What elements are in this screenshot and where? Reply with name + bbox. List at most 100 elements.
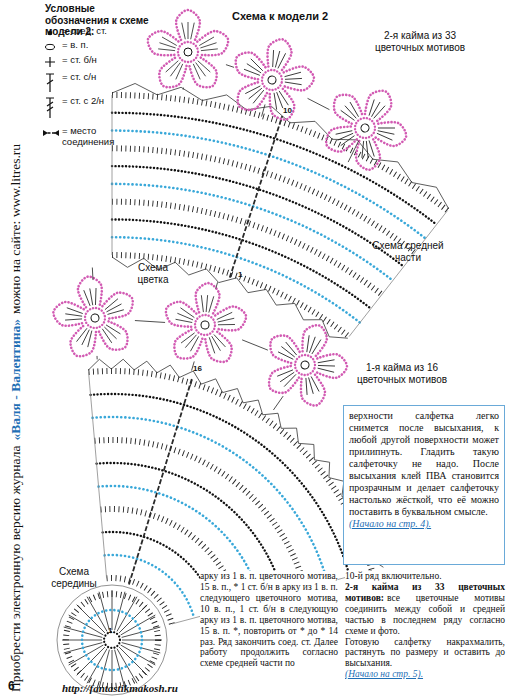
center-ring — [267, 75, 277, 85]
website-url: http://fantastikmakosh.ru — [62, 682, 178, 695]
petal-stitch — [280, 369, 294, 385]
join-symbol — [43, 130, 59, 136]
flower-motif — [313, 72, 421, 179]
petal-stitch — [218, 317, 235, 324]
petal-stitch — [318, 361, 335, 371]
petal-chain — [159, 58, 186, 88]
petal-chain — [101, 290, 136, 319]
petal-chain — [76, 275, 105, 309]
fan-edge — [112, 95, 113, 255]
petal-stitch — [206, 295, 207, 312]
petal-stitch — [106, 323, 120, 336]
instruction-text: 10-й ряд включительно. — [345, 571, 505, 582]
petal-chain — [298, 321, 331, 357]
chain-line — [308, 98, 330, 109]
petal-stitch — [177, 313, 194, 320]
note-text: верхности салфетка легко снимется после … — [349, 410, 499, 518]
petal-chain — [68, 324, 100, 358]
petal-stitch — [377, 132, 393, 142]
chain-line — [183, 88, 184, 90]
stitch-row — [93, 417, 328, 582]
join-line — [230, 116, 283, 278]
petal-stitch — [65, 317, 82, 322]
center-ring — [300, 360, 310, 370]
petal-stitch — [85, 331, 95, 347]
legend-symbol — [42, 96, 60, 120]
petal-stitch — [278, 52, 286, 69]
stitch-ring — [66, 594, 158, 686]
legend-row: = в. п. — [42, 40, 114, 54]
petal-chain — [189, 58, 216, 88]
petal-stitch — [356, 141, 370, 158]
petal-stitch — [198, 61, 211, 72]
petal-stitch — [193, 64, 200, 80]
legend-symbol — [42, 40, 60, 54]
petal-stitch — [209, 296, 214, 313]
legend-text: = в. п. — [62, 40, 114, 51]
circle-outline — [57, 585, 167, 695]
petal-chain — [349, 134, 387, 173]
petal-stitch — [318, 366, 334, 373]
instruction-text: Готовую салфетку накрахмалить, растянуть… — [345, 637, 505, 670]
petal-chain — [148, 31, 179, 55]
petal-stitch — [340, 110, 356, 120]
legend-text: = место соединения — [62, 126, 114, 148]
petal-stitch — [93, 288, 99, 305]
petal-stitch — [307, 376, 323, 391]
petal-stitch — [312, 338, 321, 355]
flower-motif — [48, 270, 141, 360]
petal-chain — [52, 299, 87, 328]
center-ring — [90, 313, 99, 322]
petal-chain — [214, 305, 247, 332]
fan-edge — [349, 211, 448, 337]
chain-line — [242, 340, 268, 350]
petal-stitch — [374, 104, 385, 120]
stitch-spoke — [117, 649, 137, 684]
legend-text: = ст. с/н — [62, 72, 114, 83]
part-label: 1-я кайма из 16 цветочных мотивов — [352, 362, 452, 385]
petal-stitch — [188, 22, 189, 39]
petal-stitch — [84, 290, 90, 307]
legend-row: = ст. б/н — [42, 55, 114, 69]
petal-stitch — [103, 299, 119, 310]
vertical-advert: Приобрести электронную версию журнала«Ва… — [7, 8, 24, 692]
chain-loops — [88, 359, 383, 567]
petal-stitch — [67, 305, 83, 316]
part-label: 2-я кайма из 33 цветочных мотивов — [370, 30, 470, 53]
petal-stitch — [303, 335, 312, 352]
stitch-row — [112, 237, 360, 322]
petal-chain — [197, 31, 228, 55]
petal-chain — [264, 36, 295, 71]
petal-stitch — [208, 337, 216, 353]
chain-line — [97, 356, 98, 359]
chain-symbol — [46, 44, 55, 49]
petal-stitch — [190, 336, 198, 352]
page-reference: (Начало на стр. 5). — [345, 669, 505, 680]
legend-symbol — [42, 72, 60, 96]
chain-ring — [178, 42, 198, 62]
part-label: Схема середины — [46, 566, 102, 589]
chain-connections — [92, 65, 358, 410]
chain-line — [348, 141, 359, 162]
chart-title: Схема к модели 2 — [232, 10, 328, 22]
stitch-ring — [82, 610, 142, 670]
petal-chain — [294, 371, 330, 408]
center-ring — [201, 321, 210, 330]
stitch-row — [112, 166, 404, 266]
petal-stitch — [342, 106, 359, 119]
petal-stitch — [346, 102, 363, 117]
chain-loops — [112, 83, 449, 208]
chain-ring — [194, 314, 216, 336]
petal-stitch — [210, 336, 221, 351]
petal-chain — [264, 86, 298, 122]
flower-motif — [224, 29, 322, 124]
chain-line — [273, 396, 283, 410]
instruction-column: 10-й ряд включительно.2-я кайма из 33 цв… — [345, 571, 505, 680]
petal-stitch — [363, 140, 380, 156]
treble-crochet-symbol — [46, 98, 54, 118]
petal-stitch — [170, 63, 180, 77]
chain-line — [92, 268, 94, 281]
petal-stitch — [200, 43, 216, 48]
chain-line — [135, 321, 165, 323]
petal-stitch — [176, 64, 183, 80]
